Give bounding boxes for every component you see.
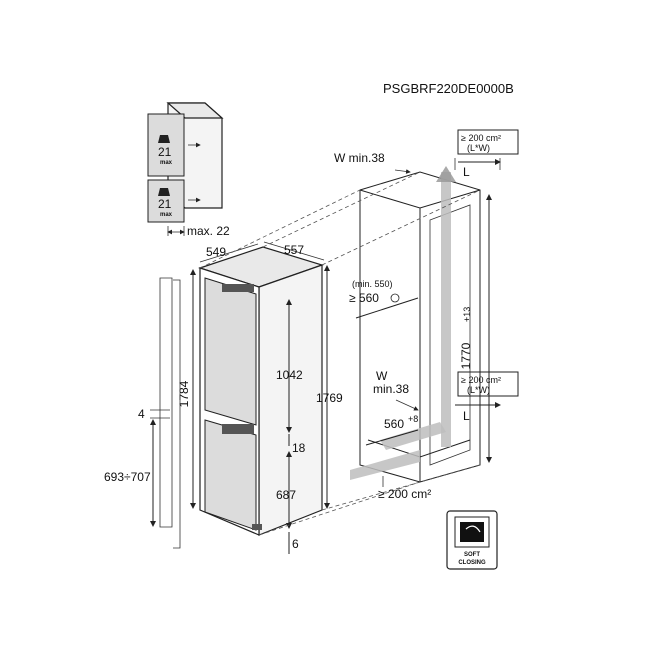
appliance-width: 557 — [284, 243, 304, 257]
bottom-depth: 560 — [384, 417, 404, 431]
top-vent-box — [457, 129, 519, 155]
top-vent-area: ≥ 200 cm² — [461, 133, 501, 143]
weight-icon — [158, 135, 170, 143]
mid-vent-formula: (L*W) — [467, 385, 490, 395]
upper-door-height: 1042 — [276, 368, 303, 382]
door-gap: 18 — [292, 441, 306, 455]
badge-line2: CLOSING — [458, 560, 486, 566]
appliance-total-height: 1784 — [177, 380, 191, 407]
appliance-depth: 549 — [206, 245, 226, 259]
badge-line1: SOFT — [464, 552, 480, 558]
soft-closing-icon — [460, 522, 484, 542]
top-vent-length: L — [463, 165, 470, 179]
top-vent-formula: (L*W) — [467, 143, 490, 153]
mid-vent-area: ≥ 200 cm² — [461, 375, 501, 385]
door-rail — [150, 277, 181, 549]
clock-icon — [390, 293, 400, 303]
top-clearance-width: W min.38 — [334, 151, 385, 165]
weight-icon — [158, 188, 170, 196]
bottom-gap: 6 — [292, 537, 299, 551]
lower-door — [204, 419, 257, 531]
niche-depth: ≥ 560 — [349, 291, 379, 305]
appliance-body-height: 1769 — [316, 391, 343, 405]
door-panels-illustration: 21 max 21 max — [147, 102, 224, 236]
rail-range: 693÷707 — [104, 470, 151, 484]
mid-vent-length: L — [463, 409, 470, 423]
model-code: PSGBRF220DE0000B — [383, 81, 514, 96]
niche-height-tolerance: +13 — [462, 307, 472, 322]
lower-door-load: 21 — [158, 197, 172, 211]
upper-load-unit: max — [160, 160, 173, 166]
niche-height: 1770 — [459, 342, 473, 369]
appliance-drawing — [198, 246, 324, 536]
depth-dim-line — [199, 243, 259, 263]
upper-door-load: 21 — [158, 145, 172, 159]
upper-door — [204, 277, 257, 426]
mid-clearance-W: W — [376, 369, 388, 383]
upper-door-panel — [147, 113, 185, 177]
lower-door-height: 687 — [276, 488, 296, 502]
lower-load-unit: max — [160, 212, 173, 218]
max-offset-label: max. 22 — [187, 224, 230, 238]
rail-gap: 4 — [138, 407, 145, 421]
mid-clearance-min: min.38 — [373, 382, 409, 396]
bottom-vent-area: ≥ 200 cm² — [378, 487, 431, 501]
soft-closing-badge: SOFT CLOSING — [446, 510, 498, 570]
niche-depth-min: (min. 550) — [352, 279, 393, 289]
bottom-depth-tolerance: +8 — [408, 414, 418, 424]
lower-door-panel — [147, 179, 185, 223]
mid-vent-box — [457, 371, 519, 397]
width-dim-line — [263, 241, 325, 261]
niche-drawing — [350, 166, 481, 483]
